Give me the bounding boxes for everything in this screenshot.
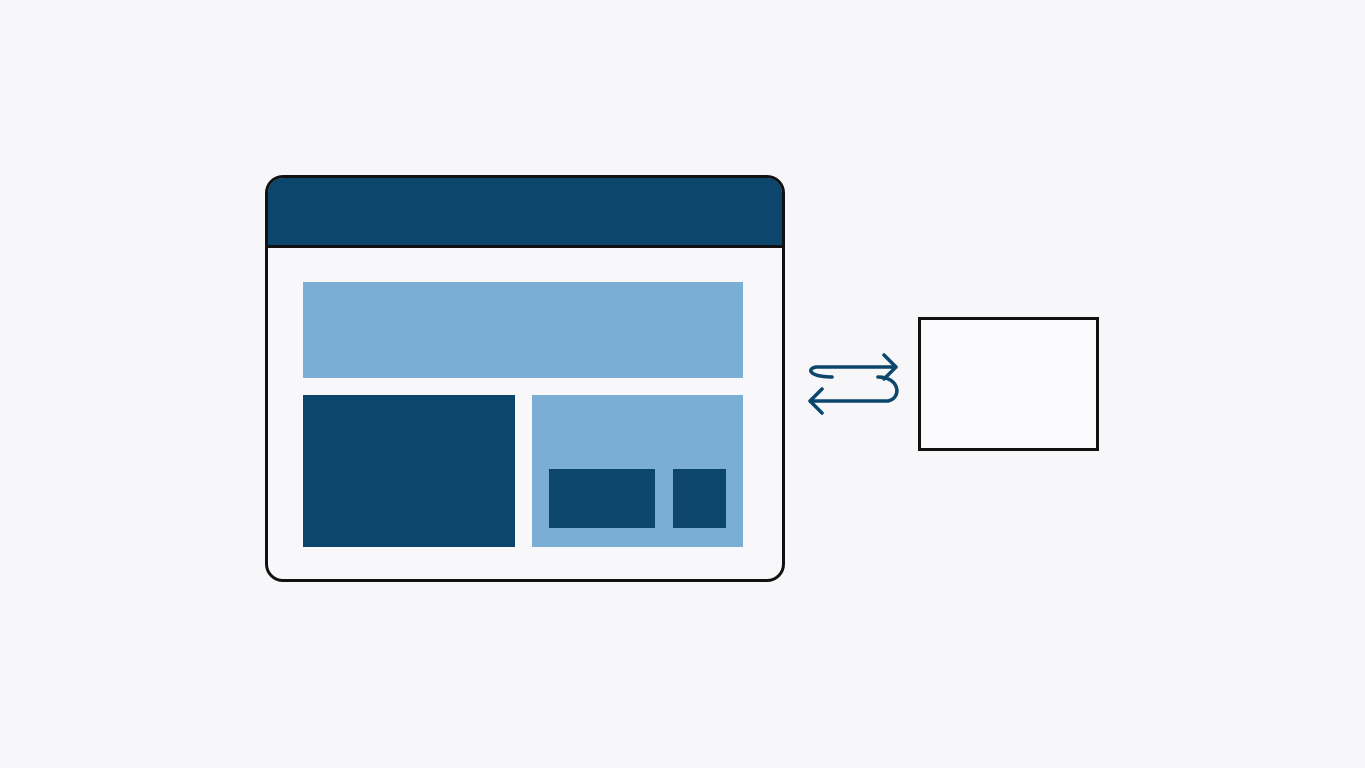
right-panel-block-secondary bbox=[673, 469, 726, 528]
window-title-bar bbox=[268, 178, 782, 248]
external-component-box bbox=[918, 317, 1099, 451]
right-content-panel bbox=[532, 395, 743, 547]
header-content-panel bbox=[303, 282, 743, 378]
app-window-mockup bbox=[265, 175, 785, 582]
left-content-panel bbox=[303, 395, 515, 547]
swap-arrows-icon bbox=[808, 353, 899, 415]
arrow-left-path bbox=[808, 375, 899, 415]
right-panel-block-primary bbox=[549, 469, 655, 528]
arrow-right-path bbox=[809, 353, 898, 381]
